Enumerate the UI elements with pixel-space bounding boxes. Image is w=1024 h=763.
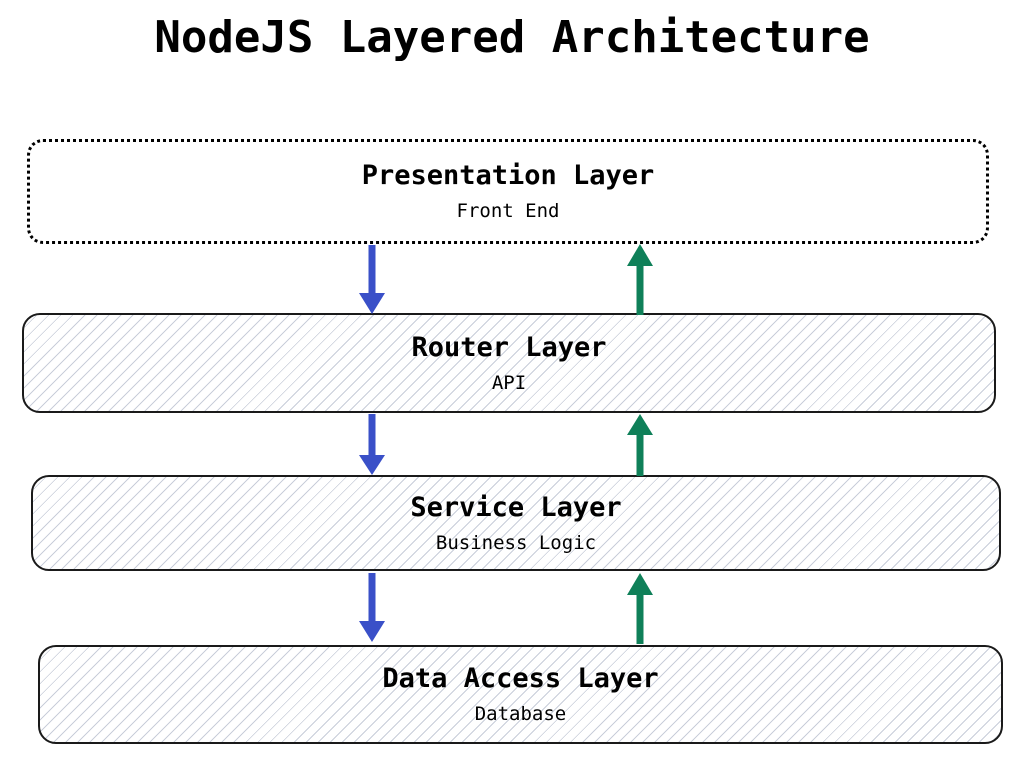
layer-box-presentation[interactable]: Presentation Layer Front End xyxy=(27,139,989,244)
layer-title-presentation: Presentation Layer xyxy=(361,160,655,192)
arrow-up-data-access-to-service xyxy=(626,572,654,644)
layer-box-data-access[interactable]: Data Access Layer Database xyxy=(38,645,1003,744)
layer-title-data-access: Data Access Layer xyxy=(382,663,659,695)
arrow-down-service-to-data-access xyxy=(358,573,386,643)
layer-subtitle-data-access: Database xyxy=(474,703,567,726)
layer-title-service: Service Layer xyxy=(410,491,622,523)
layer-box-service[interactable]: Service Layer Business Logic xyxy=(31,475,1001,571)
layer-title-router: Router Layer xyxy=(411,331,607,363)
arrow-down-presentation-to-router xyxy=(358,245,386,315)
layer-subtitle-router: API xyxy=(491,371,527,394)
arrow-up-router-to-presentation xyxy=(626,243,654,315)
arrow-down-router-to-service xyxy=(358,414,386,476)
layer-subtitle-service: Business Logic xyxy=(435,531,597,554)
layer-box-router[interactable]: Router Layer API xyxy=(22,313,996,413)
layer-subtitle-presentation: Front End xyxy=(456,200,560,223)
page-title: NodeJS Layered Architecture xyxy=(154,12,870,63)
arrow-up-service-to-router xyxy=(626,413,654,476)
